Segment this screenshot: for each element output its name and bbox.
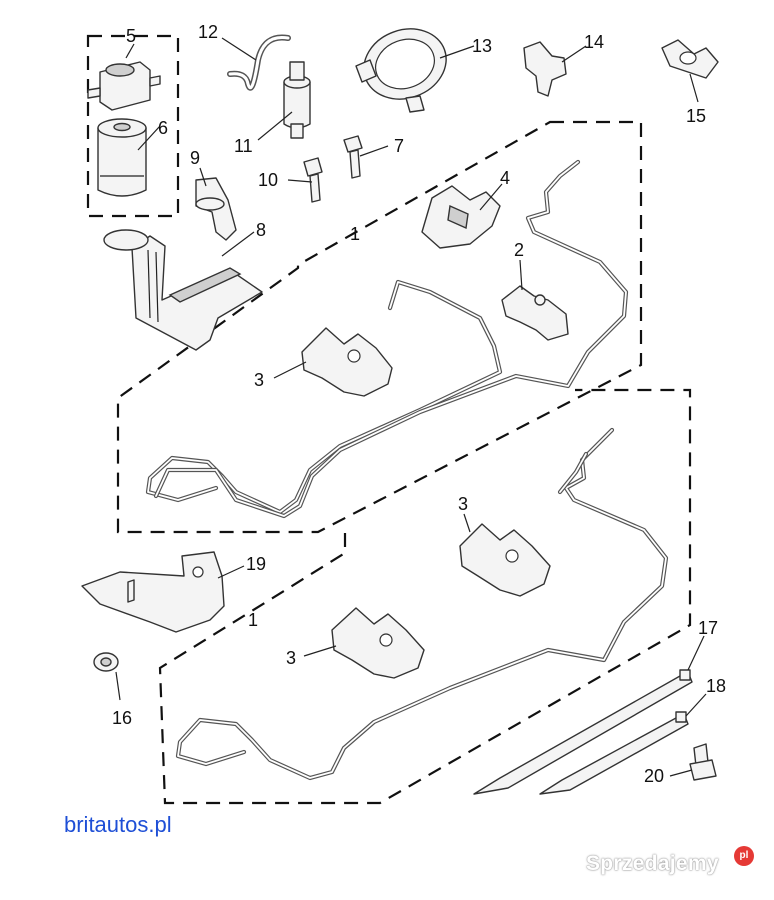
- sprzedajemy-watermark: Sprzedajemy: [586, 852, 719, 875]
- callout-3-middle: 3: [458, 494, 468, 514]
- site-label: britautos.pl: [64, 812, 172, 837]
- part-13-pump-clamp: [355, 28, 447, 113]
- callout-2: 2: [514, 240, 524, 260]
- part-20-bolt: [689, 743, 717, 781]
- part-3-clip-lower: [331, 607, 425, 679]
- watermark-badge: pl: [734, 846, 754, 866]
- callout-12: 12: [198, 22, 218, 42]
- callout-7: 7: [394, 136, 404, 156]
- lower-fuel-pipe-assembly: [175, 427, 669, 781]
- callout-20: 20: [644, 766, 664, 786]
- part-19-mounting-plate: [81, 551, 225, 633]
- callout-15: 15: [686, 106, 706, 126]
- part-4-clip: [421, 185, 501, 249]
- callout-4: 4: [500, 168, 510, 188]
- callout-16: 16: [112, 708, 132, 728]
- part-17-cable-tie: [473, 669, 693, 795]
- upper-pipe-group-box: [116, 120, 643, 534]
- part-8-mounting-bracket: [103, 229, 263, 351]
- callout-10: 10: [258, 170, 278, 190]
- filter-group-box: [86, 34, 180, 218]
- part-2-clip: [501, 285, 569, 341]
- callout-labels: 1 1 2 3 3 3 4 5 6 7 8 9 10 11 12 13 14 1…: [112, 22, 726, 786]
- part-10-bolt: [303, 157, 323, 203]
- part-3-clip-upper: [301, 327, 393, 397]
- part-15-double-clip: [661, 39, 719, 79]
- callout-11: 11: [234, 136, 253, 156]
- part-14-pipe-clip: [523, 41, 567, 97]
- part-9-clamp-bracket: [195, 177, 237, 241]
- callout-19: 19: [246, 554, 266, 574]
- part-18-cable-tie: [539, 711, 689, 795]
- part-16-grommet: [93, 652, 119, 672]
- upper-fuel-pipe-assembly: [145, 159, 629, 519]
- callout-1-lower: 1: [248, 610, 258, 630]
- callout-17: 17: [698, 618, 718, 638]
- leader-lines: [115, 37, 707, 777]
- callout-18: 18: [706, 676, 726, 696]
- callout-3-lower: 3: [286, 648, 296, 668]
- part-5-filter-head: [87, 61, 161, 111]
- callout-3-upper: 3: [254, 370, 264, 390]
- part-7-bolt: [343, 135, 363, 179]
- callout-8: 8: [256, 220, 266, 240]
- part-11-fuel-pump: [283, 61, 311, 139]
- part-3-clip-middle: [459, 523, 551, 597]
- callout-1-upper: 1: [350, 224, 360, 244]
- part-6-filter-element: [97, 118, 147, 197]
- callout-6: 6: [158, 118, 168, 138]
- callout-14: 14: [584, 32, 604, 52]
- callout-5: 5: [126, 26, 136, 46]
- callout-13: 13: [472, 36, 492, 56]
- callout-9: 9: [190, 148, 200, 168]
- lower-pipe-group-box: [158, 388, 692, 805]
